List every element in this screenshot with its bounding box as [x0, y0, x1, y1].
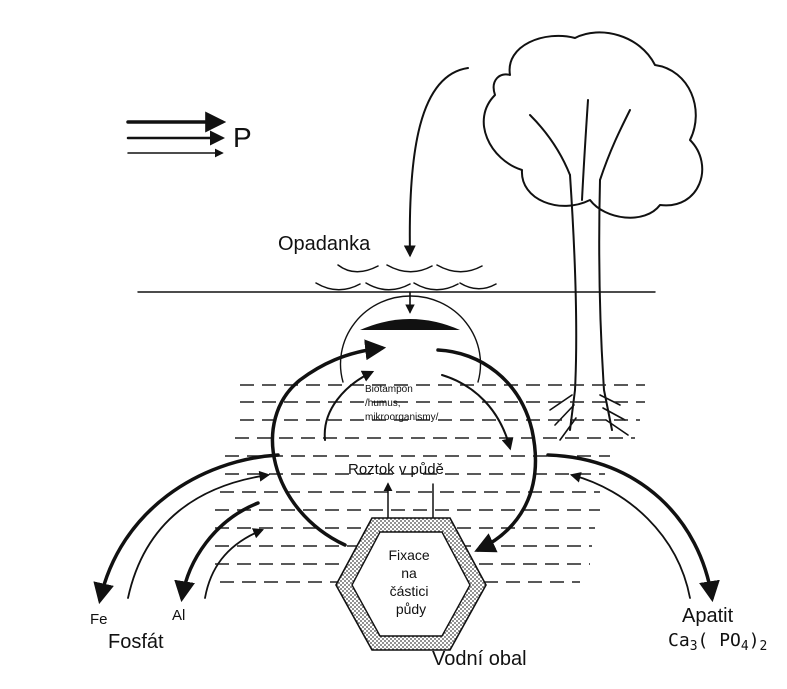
soil-solution-label: Roztok v půdě: [348, 461, 444, 478]
humus-layer: [360, 319, 460, 330]
cycle-right-inner-arrow: [442, 375, 510, 448]
apatite-formula: Ca3( PO4)2: [668, 630, 767, 654]
fe-label: Fe: [90, 611, 108, 628]
tree-crown: [484, 32, 702, 217]
apatite-label: Apatit: [682, 605, 734, 627]
cycle-right-outer-arrow: [438, 350, 535, 550]
legend-symbol: P: [233, 122, 252, 153]
litter-leaves: [316, 265, 496, 290]
legend: P: [128, 122, 252, 153]
tree-branches: [530, 100, 630, 200]
al-label: Al: [172, 607, 185, 624]
from-apatite-arrow: [572, 475, 690, 598]
biotampon-label: Biotampon /humus, mikroorganismy/: [365, 384, 439, 423]
to-apatite-arrow: [548, 455, 712, 598]
biotampon: Biotampon /humus, mikroorganismy/: [340, 296, 480, 423]
right-exchange-arrows: [548, 455, 712, 598]
phosphate-label: Fosfát: [108, 631, 164, 653]
soil-particle: Fixace na částici půdy: [336, 518, 486, 650]
from-al-arrow: [205, 530, 262, 598]
tree-illustration: [484, 32, 702, 440]
tree-to-litter-arrow: [410, 68, 468, 255]
left-exchange-arrows: [100, 455, 278, 600]
to-al-arrow: [182, 503, 258, 598]
to-fe-arrow: [100, 455, 278, 600]
water-film-label: Vodní obal: [432, 648, 527, 670]
litter-label: Opadanka: [278, 233, 371, 255]
cycle-left-outer-arrow: [272, 348, 382, 545]
